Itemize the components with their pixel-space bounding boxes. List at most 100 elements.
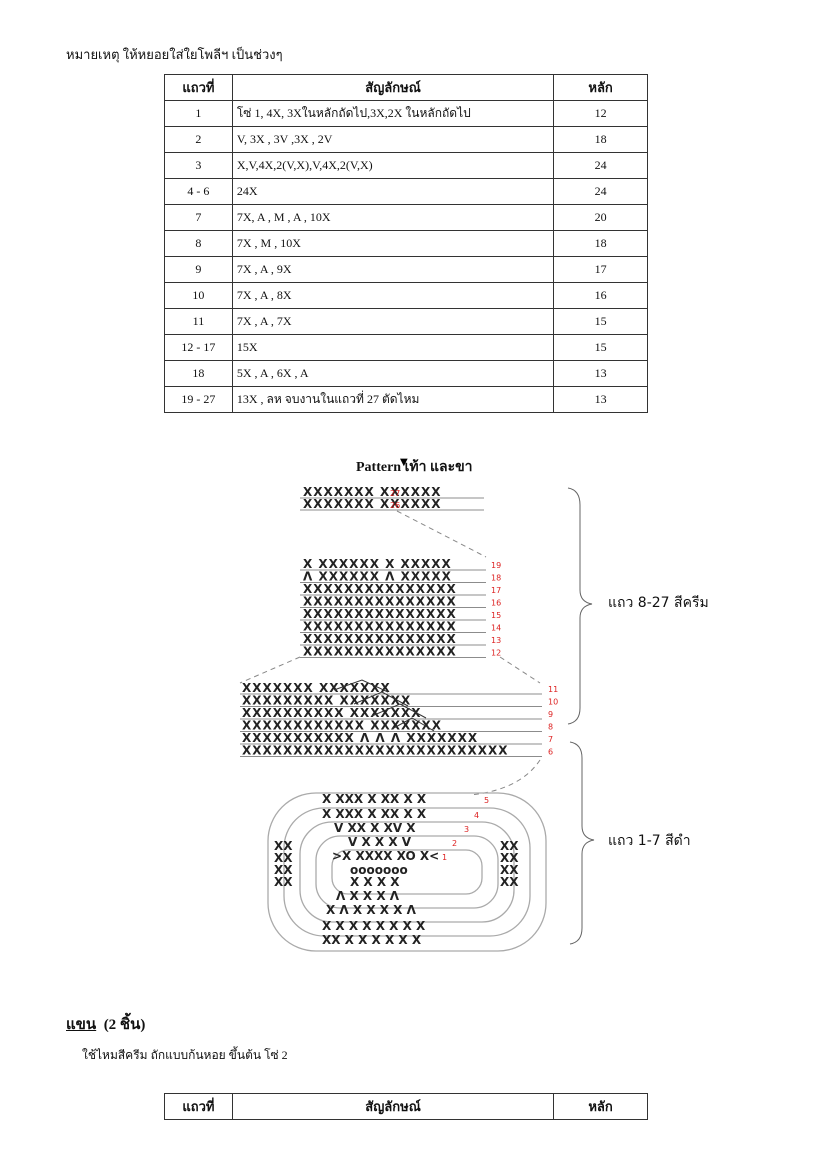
row-label: 16 — [491, 599, 501, 608]
row-stitches: 16 — [553, 282, 648, 309]
stitch-row: XX — [500, 839, 519, 853]
stitch-row: >X XXXX XO X< — [332, 849, 439, 863]
row-label: 3 — [464, 825, 469, 834]
stitch-row: V X X X V — [348, 835, 412, 849]
stitch-row: Λ X X X Λ — [336, 889, 400, 903]
row-symbols: 7X , M , 10X — [231, 230, 555, 257]
stitch-row: X XXX X XX X X — [322, 792, 427, 806]
row-symbols: 15X — [231, 334, 555, 361]
stitch-row: XXXXXXX XXXXXX — [303, 497, 441, 511]
row-number: 19 - 27 — [164, 386, 233, 413]
stitch-row: Λ XXXXXX Λ XXXXX — [303, 570, 452, 584]
header-stitches: หลัก — [553, 1093, 648, 1120]
row-label: 13 — [491, 636, 501, 645]
pointer-icon: ▼ — [400, 457, 408, 468]
stitch-row: XX — [274, 863, 293, 877]
table-header-row: แถวที่ สัญลักษณ์ หลัก — [164, 74, 648, 101]
stitch-row: X X X X — [350, 875, 400, 889]
stitch-row: XX — [500, 863, 519, 877]
row-label: 5 — [484, 796, 489, 805]
row-label: 2 — [452, 839, 457, 848]
stitch-row: XXXXXXXXXXXXXXX — [303, 632, 457, 646]
row-label: 27 — [390, 489, 400, 498]
row-label: 11 — [548, 685, 558, 694]
row-stitches: 24 — [553, 178, 648, 205]
row-symbols: โซ่ 1, 4X, 3Xในหลักถัดไป,3X,2X ในหลักถัด… — [231, 100, 555, 127]
row-stitches: 15 — [553, 334, 648, 361]
diagram-title: Pattern เท้า และขา — [356, 460, 473, 475]
pattern-table-2: แถวที่ สัญลักษณ์ หลัก — [164, 1093, 648, 1120]
row-label: 4 — [474, 811, 479, 820]
section-title-text: แขน — [66, 1017, 97, 1033]
stitch-row: XXXXXXXXX XXXXXXX — [242, 694, 411, 708]
stitch-row: XXXXXXXXXXXXXXX — [303, 607, 457, 621]
row-label: 8 — [548, 723, 553, 732]
section-note: ใช้ไหมสีครีม ถักแบบก้นหอย ขึ้นต้น โซ่ 2 — [82, 1048, 288, 1062]
stitch-row: XX — [500, 851, 519, 865]
row-symbols: X,V,4X,2(V,X),V,4X,2(V,X) — [231, 152, 555, 179]
stitch-row: XX X X X X X X — [322, 933, 422, 947]
row-symbols: V, 3X , 3V ,3X , 2V — [231, 126, 555, 153]
row-label: 7 — [548, 735, 553, 744]
header-row: แถวที่ — [164, 1093, 233, 1120]
row-number: 8 — [164, 230, 233, 257]
stitch-row: XXXXXXX XXXXXXX — [242, 681, 391, 695]
stitch-row: XXXXXXXXXXXXXXX — [303, 582, 457, 596]
stitch-row: XX — [274, 875, 293, 889]
row-symbols: 7X, A , M , A , 10X — [231, 204, 555, 231]
row-label: 15 — [491, 611, 501, 620]
row-label: 18 — [491, 574, 501, 583]
stitch-row: XXXXXXXXXXXXXXX — [303, 620, 457, 634]
note-text: หมายเหตุ ให้หยอยใส่ใยโพลีฯ เป็นช่วงๆ — [66, 47, 283, 62]
stitch-row: X XXXXXX X XXXXX — [303, 557, 452, 571]
upper-brace-label: แถว 8-27 สีครีม — [608, 595, 709, 611]
section-count: (2 ชิ้น) — [103, 1017, 146, 1033]
stitch-row: XXXXXXXXXXXXXXXXXXXXXXXXXX — [242, 744, 509, 758]
stitch-row: XXXXXXX XXXXXX — [303, 485, 441, 499]
table-header-row: แถวที่ สัญลักษณ์ หลัก — [164, 1093, 648, 1120]
row-number: 7 — [164, 204, 233, 231]
row-symbols: 13X , ลห จบงานในแถวที่ 27 ตัดไหม — [231, 386, 555, 413]
lower-brace-label: แถว 1-7 สีดำ — [608, 833, 691, 849]
row-stitches: 24 — [553, 152, 648, 179]
stitch-row: XX — [274, 839, 293, 853]
section-title: แขน (2 ชิ้น) — [66, 1012, 145, 1036]
row-stitches: 13 — [553, 386, 648, 413]
row-label: 1 — [442, 853, 447, 862]
row-number: 2 — [164, 126, 233, 153]
header-stitches: หลัก — [553, 74, 648, 101]
stitch-row: XXXXXXXXXXXXXXX — [303, 595, 457, 609]
header-row: แถวที่ — [164, 74, 233, 101]
crochet-diagram: XXXXXXX XXXXXXXXXXXXX XXXXXXX XXXXXX X X… — [239, 457, 595, 952]
row-label: 12 — [491, 649, 501, 658]
stitch-row: XX — [500, 875, 519, 889]
row-symbols: 7X , A , 8X — [231, 282, 555, 309]
stitch-row: XXXXXXXXXX XXXXXXX — [242, 706, 421, 720]
row-label: 10 — [548, 698, 558, 707]
row-label: 9 — [548, 710, 553, 719]
stitch-row: V XX X XV X — [334, 821, 416, 835]
row-stitches: 15 — [553, 308, 648, 335]
row-stitches: 13 — [553, 360, 648, 387]
row-label: 19 — [491, 561, 501, 570]
stitch-row: XXXXXXXXXXXX XXXXXXX — [242, 719, 442, 733]
stitch-row: X XXX X XX X X — [322, 807, 427, 821]
stitch-row: ooooooo — [350, 863, 408, 877]
stitch-row: XXXXXXXXXXXXXXX — [303, 645, 457, 659]
row-label: 17 — [491, 586, 501, 595]
row-symbols: 7X , A , 7X — [231, 308, 555, 335]
stitch-row: X Λ X X X X Λ — [326, 903, 417, 917]
header-symbol: สัญลักษณ์ — [231, 74, 555, 101]
row-label: 14 — [491, 624, 501, 633]
stitch-row: XXXXXXXXXXX Λ Λ Λ XXXXXXX — [242, 731, 478, 745]
